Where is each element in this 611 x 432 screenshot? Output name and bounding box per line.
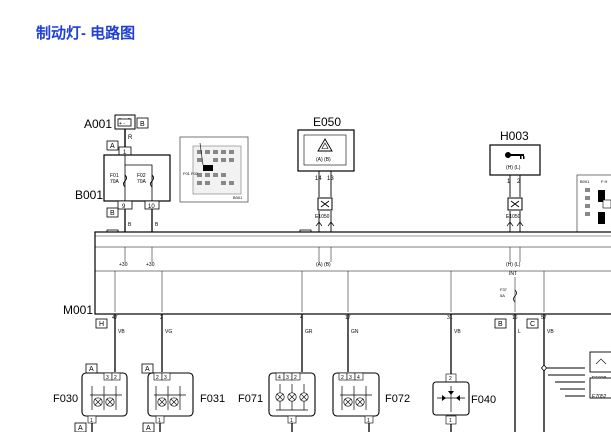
svg-text:(H) (L): (H) (L) <box>506 262 521 268</box>
svg-text:VG: VG <box>165 329 172 335</box>
svg-text:3: 3 <box>349 375 352 381</box>
label-f071: F071 <box>238 393 263 405</box>
svg-text:F37: F37 <box>500 287 508 292</box>
svg-text:3: 3 <box>106 375 109 381</box>
m001-module <box>94 231 611 315</box>
svg-text:A: A <box>110 143 115 150</box>
svg-text:C: C <box>530 321 535 328</box>
label-e050: E050 <box>313 115 341 129</box>
label-f040: F040 <box>471 394 496 406</box>
label-f030: F030 <box>53 393 78 405</box>
svg-text:+30: +30 <box>119 262 128 268</box>
e7052-box <box>589 377 611 399</box>
connector-tag-b <box>106 207 119 218</box>
svg-text:70A: 70A <box>137 179 147 185</box>
svg-text:B: B <box>140 121 145 128</box>
label-f072: F072 <box>385 393 410 405</box>
label-h003: H003 <box>500 129 529 143</box>
svg-text:B: B <box>128 222 132 228</box>
svg-text:1: 1 <box>90 418 93 424</box>
svg-text:2: 2 <box>449 376 452 382</box>
connector-tag-h <box>95 318 108 329</box>
svg-text:INT: INT <box>509 271 517 277</box>
warning-triangle-icon <box>317 138 333 152</box>
svg-text:2: 2 <box>517 179 521 185</box>
svg-text:(A) (B): (A) (B) <box>316 262 331 268</box>
svg-text:GN: GN <box>351 329 359 335</box>
fuse-icon <box>123 174 154 188</box>
connector-tag-b <box>494 318 507 329</box>
svg-text:B: B <box>155 222 159 228</box>
connector-tag-b <box>136 117 149 129</box>
page-title: 制动灯- 电路图 <box>36 25 136 42</box>
svg-text:1: 1 <box>449 418 452 424</box>
b001-location-thumbnail: F01 F02 B001 <box>179 136 249 203</box>
label-f031: F031 <box>200 393 225 405</box>
label-a001: A001 <box>84 117 112 131</box>
svg-text:F H: F H <box>601 179 608 184</box>
svg-text:1: 1 <box>507 179 511 185</box>
svg-text:B001: B001 <box>580 179 590 184</box>
svg-text:1: 1 <box>123 150 127 156</box>
svg-text:1: 1 <box>367 418 370 424</box>
svg-text:2: 2 <box>341 375 344 381</box>
b001-right-thumbnail: B001 F H <box>576 174 611 238</box>
label-m001: M001 <box>63 303 93 317</box>
svg-text:2: 2 <box>114 375 117 381</box>
svg-text:F02: F02 <box>137 173 146 179</box>
svg-text:3: 3 <box>164 375 167 381</box>
connector-tag-a <box>142 422 155 432</box>
svg-text:9: 9 <box>122 204 126 210</box>
svg-text:2: 2 <box>294 375 297 381</box>
e5030-box <box>589 351 611 373</box>
svg-text:A: A <box>78 425 83 432</box>
key-icon <box>505 152 525 159</box>
connector-tag-a <box>74 422 87 432</box>
svg-text:3: 3 <box>286 375 289 381</box>
svg-text:31: 31 <box>447 315 453 321</box>
svg-text:B001: B001 <box>233 195 243 200</box>
svg-text:F01 F02: F01 F02 <box>183 171 199 176</box>
svg-text:A: A <box>89 366 94 373</box>
svg-text:1: 1 <box>158 418 161 424</box>
svg-text:4: 4 <box>278 375 281 381</box>
svg-text:B: B <box>498 321 503 328</box>
svg-text:A: A <box>145 366 150 373</box>
svg-text:B: B <box>110 210 115 217</box>
svg-text:5A: 5A <box>500 293 505 298</box>
svg-text:VB: VB <box>118 329 125 335</box>
svg-text:L: L <box>518 329 521 335</box>
connector-e1050-icon <box>317 197 333 211</box>
svg-text:VB: VB <box>454 329 461 335</box>
svg-text:E1050: E1050 <box>506 214 521 220</box>
svg-text:(H) (L): (H) (L) <box>506 165 521 171</box>
b001-fuse-box <box>103 154 171 202</box>
svg-text:VB: VB <box>547 329 554 335</box>
svg-text:A: A <box>146 425 151 432</box>
battery-icon: + - <box>117 118 132 127</box>
svg-text:R: R <box>128 135 133 141</box>
fuse-icon <box>513 289 517 303</box>
svg-text:E7052: E7052 <box>592 394 607 400</box>
connector-e1050-icon <box>507 197 523 211</box>
connector-tag-c <box>526 318 539 329</box>
svg-text:+30: +30 <box>146 262 155 268</box>
svg-text:(A) (B): (A) (B) <box>316 157 331 163</box>
svg-text:4: 4 <box>357 375 360 381</box>
svg-text:E1050: E1050 <box>315 214 330 220</box>
svg-text:+ -: + - <box>119 121 125 127</box>
label-b001: B001 <box>75 188 103 202</box>
svg-text:F01: F01 <box>110 173 119 179</box>
connector-tag-a <box>141 363 154 374</box>
connector-tag-a <box>106 140 119 151</box>
svg-text:10: 10 <box>148 204 155 210</box>
h003-box <box>489 144 541 176</box>
svg-text:2: 2 <box>156 375 159 381</box>
svg-text:H: H <box>99 321 104 328</box>
svg-text:1: 1 <box>290 418 293 424</box>
svg-text:GR: GR <box>305 329 313 335</box>
svg-text:70A: 70A <box>110 179 120 185</box>
